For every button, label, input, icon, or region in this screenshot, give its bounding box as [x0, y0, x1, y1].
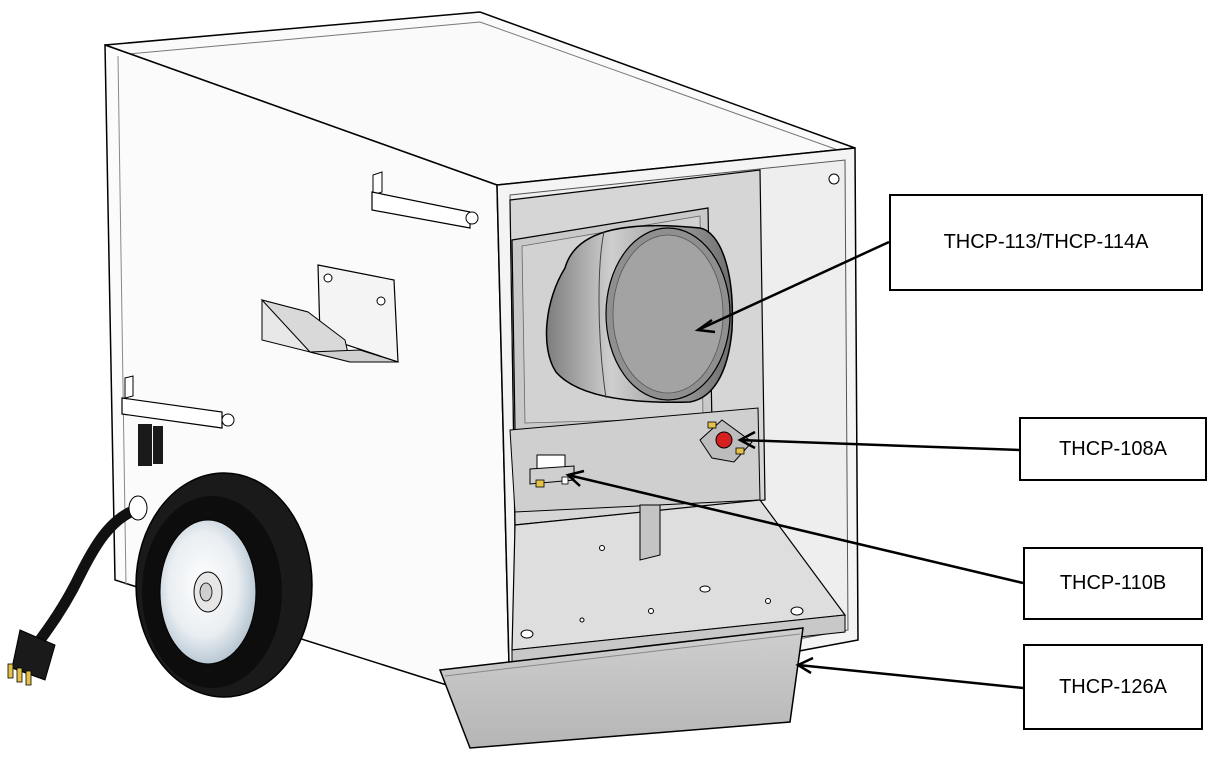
lower-handle [121, 375, 235, 429]
leader-arrow-switch [567, 473, 1024, 585]
power-cord [7, 495, 148, 686]
limit-thermostat [699, 419, 753, 463]
callout-label-limit: THCP-108A [1059, 437, 1167, 460]
leader-arrows [565, 240, 1024, 690]
callout-label-tray: THCP-126A [1059, 675, 1167, 698]
leader-arrow-tray [797, 663, 1024, 690]
blower-motor [545, 224, 734, 403]
leader-arrow-limit [739, 438, 1020, 452]
callout-box-switch: THCP-110B [1023, 547, 1203, 620]
callout-box-tray: THCP-126A [1023, 644, 1203, 730]
side-outlet-slots [138, 424, 163, 466]
leader-arrow-motor [697, 240, 890, 332]
wheel [135, 472, 313, 698]
drip-tray [438, 627, 804, 749]
callout-label-switch: THCP-110B [1059, 572, 1167, 594]
toggle-switch [529, 454, 575, 488]
cord-holder [260, 264, 399, 363]
callout-box-motor: THCP-113/THCP-114A [889, 194, 1203, 291]
callout-box-limit: THCP-108A [1019, 417, 1207, 481]
callout-label-motor: THCP-113/THCP-114A [943, 231, 1149, 253]
upper-handle [371, 171, 479, 229]
